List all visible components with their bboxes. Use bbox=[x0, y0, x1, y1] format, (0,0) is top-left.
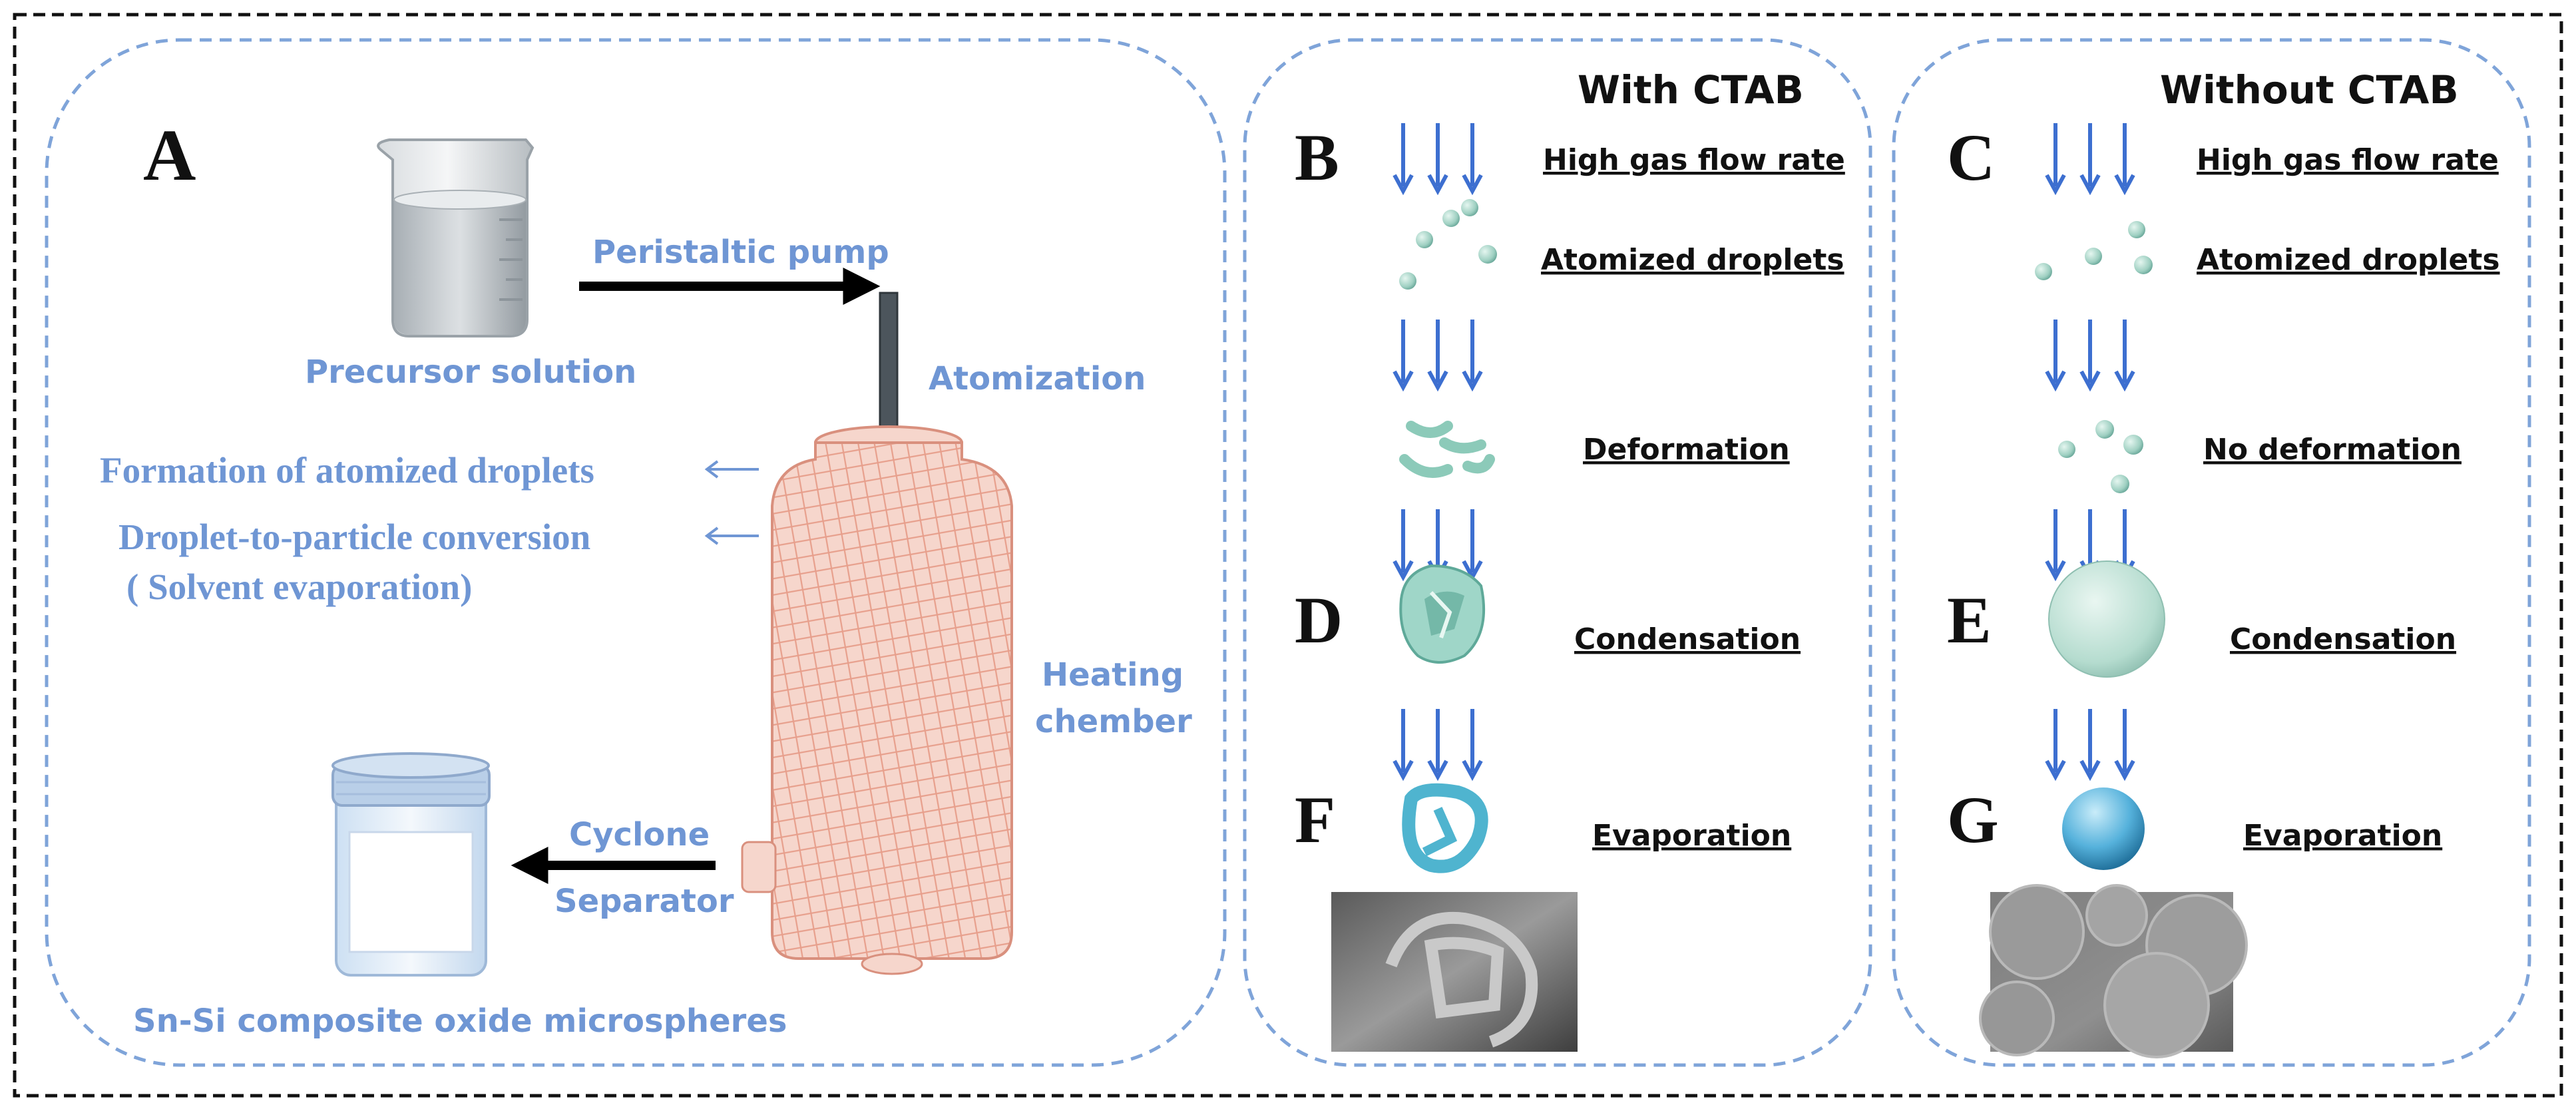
flow-arrow-head bbox=[1427, 760, 1448, 781]
with-ctab-step-5: Evaporation bbox=[1592, 819, 1791, 853]
solvent-evaporation-label: ( Solvent evaporation) bbox=[126, 566, 472, 607]
without-ctab-frame bbox=[1892, 38, 2531, 1067]
heating-label-line1: Heating bbox=[1042, 656, 1183, 694]
flow-arrow-head bbox=[2114, 370, 2135, 392]
beaker-icon bbox=[377, 138, 535, 337]
atomized-droplets-icon bbox=[1399, 199, 1497, 290]
with-ctab-step-4: Condensation bbox=[1574, 622, 1801, 656]
with-ctab-step-3: Deformation bbox=[1583, 433, 1790, 467]
without-ctab-flow-arrows-1 bbox=[2045, 123, 2135, 196]
with-ctab-flow-arrows-4 bbox=[1393, 709, 1483, 781]
atomized-droplets-icon-2 bbox=[2035, 221, 2153, 280]
cyclone-label-line2: Separator bbox=[554, 883, 734, 920]
flow-arrow-head bbox=[2114, 174, 2135, 196]
without-ctab-letter-c: C bbox=[1947, 120, 1995, 194]
with-ctab-frame bbox=[1243, 38, 1872, 1067]
panel-a-frame bbox=[45, 38, 1227, 1067]
with-ctab-step-1: High gas flow rate bbox=[1543, 143, 1845, 177]
with-ctab-letter-b: B bbox=[1295, 120, 1339, 194]
peristaltic-pump-label: Peristaltic pump bbox=[592, 234, 889, 271]
product-label: Sn-Si composite oxide microspheres bbox=[133, 1002, 787, 1040]
flow-arrow-head bbox=[1393, 174, 1414, 196]
without-ctab-flow-arrows-4 bbox=[2045, 709, 2135, 781]
flow-arrow-head bbox=[2114, 760, 2135, 781]
sem-hollow-particle bbox=[1385, 911, 1538, 1048]
with-ctab-letter-f: F bbox=[1295, 783, 1335, 857]
flow-arrow-head bbox=[2079, 760, 2101, 781]
flow-arrow-head bbox=[1393, 370, 1414, 392]
flow-arrow-head bbox=[2045, 370, 2066, 392]
without-ctab-step-1: High gas flow rate bbox=[2197, 143, 2499, 177]
flow-arrow-head bbox=[2045, 560, 2066, 582]
jar-icon bbox=[331, 752, 491, 977]
flow-arrow-head bbox=[1393, 760, 1414, 781]
deformed-droplets-icon bbox=[1399, 421, 1495, 478]
flow-arrow-head bbox=[1462, 174, 1483, 196]
hollow-shell-icon bbox=[1402, 783, 1488, 873]
flow-arrow-head bbox=[2079, 174, 2101, 196]
without-ctab-flow-arrows-2 bbox=[2045, 320, 2135, 392]
with-ctab-flow-arrows-1 bbox=[1393, 123, 1483, 196]
atomization-label: Atomization bbox=[929, 360, 1146, 397]
with-ctab-title: With CTAB bbox=[1578, 67, 1804, 112]
with-ctab-step-2: Atomized droplets bbox=[1541, 243, 1844, 277]
cyclone-label-line1: Cyclone bbox=[569, 816, 710, 853]
flow-arrow-head bbox=[1462, 370, 1483, 392]
deformed-particle-icon bbox=[1399, 564, 1486, 664]
flow-arrow-head bbox=[1427, 370, 1448, 392]
flow-arrow-head bbox=[1427, 174, 1448, 196]
flow-arrow-head bbox=[2045, 760, 2066, 781]
with-ctab-flow-arrows-2 bbox=[1393, 320, 1483, 392]
solid-sphere-icon bbox=[2048, 560, 2165, 678]
flow-arrow-head bbox=[1462, 760, 1483, 781]
outer-frame bbox=[13, 13, 2563, 1098]
heating-chamber bbox=[741, 425, 1013, 975]
conversion-label: Droplet-to-particle conversion bbox=[118, 517, 590, 557]
blue-sphere-icon bbox=[2062, 787, 2145, 870]
without-ctab-letter-g: G bbox=[1947, 783, 1999, 857]
sem-solid-spheres bbox=[1979, 884, 2248, 1058]
with-ctab-letter-d: D bbox=[1295, 583, 1343, 657]
flow-arrow-head bbox=[2079, 370, 2101, 392]
round-droplets-icon bbox=[2058, 420, 2143, 493]
formation-droplets-label: Formation of atomized droplets bbox=[100, 450, 594, 491]
heating-label-line2: chember bbox=[1035, 703, 1192, 740]
flow-arrow-head bbox=[2045, 174, 2066, 196]
without-ctab-step-5: Evaporation bbox=[2243, 819, 2442, 853]
without-ctab-step-2: Atomized droplets bbox=[2197, 243, 2500, 277]
flow-arrow-head bbox=[1393, 560, 1414, 582]
without-ctab-step-4: Condensation bbox=[2230, 622, 2456, 656]
without-ctab-letter-e: E bbox=[1947, 583, 1992, 657]
without-ctab-step-3: No deformation bbox=[2203, 433, 2462, 467]
panel-a-letter: A bbox=[143, 114, 196, 196]
without-ctab-title: Without CTAB bbox=[2160, 67, 2459, 112]
precursor-solution-label: Precursor solution bbox=[305, 353, 636, 391]
